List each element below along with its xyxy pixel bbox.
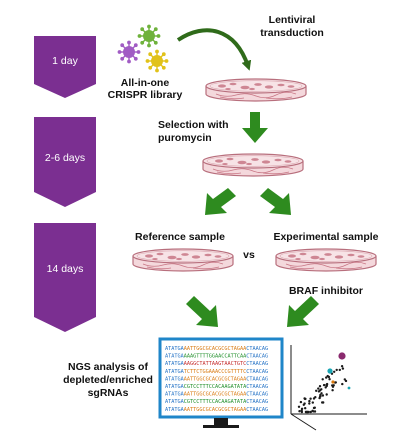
ngs-label-line3: sgRNAs <box>88 387 129 399</box>
scatter-dot <box>333 370 336 373</box>
scatter-dot <box>325 393 328 396</box>
library-label-line1: All-in-one <box>121 77 170 89</box>
scatter-dot <box>332 384 335 387</box>
scatter-dot <box>334 381 337 384</box>
scatter-dot <box>322 401 325 404</box>
selection-label-line2: puromycin <box>158 132 212 144</box>
sequence-row: ATATGAAATTGGCGCACGCGCTAGAACTAACAG <box>165 392 268 398</box>
highlighted-scatter-dot <box>331 380 335 384</box>
split-arrow-right-icon <box>260 188 291 215</box>
timeline-step-1: 1 day <box>34 36 96 98</box>
petri-dish-icon <box>205 78 307 102</box>
scatter-dot <box>328 378 331 381</box>
scatter-dot <box>315 389 318 392</box>
scatter-dot <box>317 387 320 390</box>
scatter-dot <box>318 389 322 392</box>
timeline-step-3: 14 days <box>34 223 96 332</box>
arrow-to-analysis-right-icon <box>287 296 319 327</box>
petri-dish-icon <box>202 153 304 177</box>
scatter-dot <box>325 384 328 388</box>
sequence-rows: ATATGAAATTGGCGCACGCGCTAGAACTAACAG ATATGAA… <box>165 346 268 413</box>
scatter-dot <box>306 410 309 414</box>
timeline-step-2: 2-6 days <box>34 117 96 207</box>
sequence-row: ATATGAAAAGTTTTGGAACCATTCAACTAACAG <box>165 354 268 360</box>
scatter-dot <box>321 394 325 397</box>
sequence-row: ATATGAAATTGGCGCACGCGCTAGAACTAACAG <box>165 407 268 413</box>
transduction-label-line1: Lentiviral <box>269 14 316 26</box>
sequence-row: ATATGATCTTCTGGAAACCCGTTTTCCTAACAG <box>165 369 268 375</box>
scatter-dot <box>340 365 344 368</box>
petri-dish-icon <box>275 248 377 272</box>
vs-label: vs <box>243 249 255 261</box>
scatter-dot <box>303 397 306 400</box>
scatter-dot <box>341 367 345 370</box>
scatter-dot <box>331 389 334 392</box>
scatter-dot <box>341 382 344 386</box>
highlighted-scatter-dot <box>327 368 333 374</box>
computer-monitor-icon: ATATGAAATTGGCGCACGCGCTAGAACTAACAG ATATGAA… <box>158 337 284 428</box>
step-2-label: 2-6 days <box>45 152 85 164</box>
highlighted-scatter-dot <box>347 386 351 390</box>
scatter-dot <box>312 406 316 410</box>
sequence-row: ATATGAAATTGGCGCACGCGCTAGAACTAACAG <box>165 376 268 382</box>
scatter-dot <box>309 397 312 400</box>
scatter-dot <box>300 410 304 414</box>
braf-inhibitor-label: BRAF inhibitor <box>289 285 363 297</box>
transduction-label-line2: transduction <box>260 27 324 39</box>
scatter-dot <box>322 383 326 387</box>
scatter-dot <box>311 409 314 412</box>
sequence-row: ATATGACGTCCTTTCCACAAGATATACTAACAG <box>165 384 268 390</box>
scatter-plot-icon <box>290 345 367 431</box>
scatter-dot <box>303 402 306 405</box>
scatter-dot <box>321 378 324 381</box>
ngs-label-line1: NGS analysis of <box>68 361 148 373</box>
scatter-dot <box>320 392 323 395</box>
sequence-row: ATATGACGTCCTTTCCACAAGATATACTAACAG <box>165 399 268 405</box>
step-1-label: 1 day <box>52 55 78 67</box>
split-arrow-left-icon <box>205 188 236 215</box>
scatter-dot <box>312 397 316 400</box>
down-arrow-icon <box>242 112 268 143</box>
transduction-curved-arrow <box>176 28 252 71</box>
scatter-dot <box>318 385 322 388</box>
scatter-dot <box>304 407 307 410</box>
step-3-label: 14 days <box>47 263 84 275</box>
sequence-row: ATATGAAATTGGCGCACGCGCTAGAACTAACAG <box>165 346 268 352</box>
petri-dish-icon <box>132 248 234 272</box>
virus-icon <box>117 24 169 73</box>
scatter-dot <box>309 410 312 414</box>
scatter-dot <box>313 410 317 413</box>
scatter-dot <box>327 375 331 379</box>
library-label-line2: CRISPR library <box>108 89 183 101</box>
arrow-to-analysis-left-icon <box>186 296 218 327</box>
scatter-dot <box>308 402 311 405</box>
scatter-dot <box>297 405 301 408</box>
scatter-dot <box>300 407 304 410</box>
scatter-dot <box>338 368 341 372</box>
experimental-sample-label: Experimental sample <box>273 231 378 243</box>
scatter-dot <box>299 400 303 404</box>
scatter-dot <box>308 399 311 403</box>
scatter-dot <box>335 368 338 372</box>
reference-sample-label: Reference sample <box>135 231 225 243</box>
scatter-dot <box>298 410 301 413</box>
highlighted-scatter-dot <box>338 352 346 360</box>
sequence-row: ATATGAAAGGCTATTAAGTAACTGTCCTAACAG <box>165 361 268 367</box>
scatter-dot <box>343 378 346 381</box>
ngs-label-line2: depleted/enriched <box>63 374 153 386</box>
selection-label-line1: Selection with <box>158 119 229 131</box>
scatter-dot <box>311 401 314 404</box>
scatter-dot <box>325 376 328 379</box>
